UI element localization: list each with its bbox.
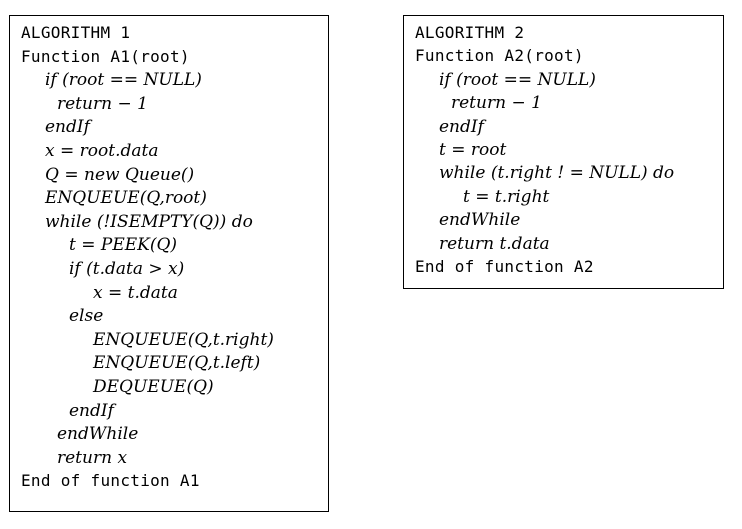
algo1-line-4: return − 1	[57, 93, 148, 114]
algo2-line-10: return t.data	[439, 233, 550, 254]
algo1-line-10: t = PEEK(Q)	[69, 235, 178, 256]
algo1-line-9: while (!ISEMPTY(Q)) do	[45, 211, 253, 232]
algo2-line-4: return − 1	[451, 93, 542, 114]
algo1-line-18: endWhile	[57, 424, 139, 445]
algo1-line-3: if (root == NULL)	[45, 70, 202, 91]
algo1-line-20: End of function A1	[21, 471, 200, 491]
algo2-line-6: t = root	[439, 140, 507, 160]
algo2-line-5: endIf	[439, 116, 484, 137]
algo1-line-12: x = t.data	[93, 282, 178, 303]
algo2-line-9: endWhile	[439, 210, 521, 231]
algo2-line-7: while (t.right ! = NULL) do	[439, 163, 675, 184]
algorithm-1-box: ALGORITHM 1 Function A1(root) if (root == …	[9, 15, 329, 512]
algo1-line-7: Q = new Queue()	[45, 164, 195, 185]
algo2-line-1: ALGORITHM 2	[415, 23, 525, 42]
algo1-line-14: ENQUEUE(Q,t.right)	[93, 329, 274, 350]
algo1-line-1: ALGORITHM 1	[21, 23, 131, 42]
algo1-line-15: ENQUEUE(Q,t.left)	[93, 353, 261, 374]
algo2-line-8: t = t.right	[463, 186, 550, 207]
algo1-line-17: endIf	[69, 400, 114, 421]
algorithm-2-box: ALGORITHM 2 Function A2(root) if (root == …	[403, 15, 724, 289]
algo1-line-8: ENQUEUE(Q,root)	[45, 188, 207, 209]
algo2-line-11: End of function A2	[415, 257, 594, 276]
algo1-line-16: DEQUEUE(Q)	[93, 377, 214, 397]
algo1-line-13: else	[69, 306, 104, 327]
algo1-line-11: if (t.data > x)	[69, 259, 185, 279]
algo1-line-19: return x	[57, 447, 128, 468]
algo1-line-6: x = root.data	[45, 141, 159, 161]
algo2-line-3: if (root == NULL)	[439, 69, 596, 90]
algo1-line-5: endIf	[45, 117, 90, 138]
algo1-line-2: Function A1(root)	[21, 46, 190, 66]
algo2-line-2: Function A2(root)	[415, 46, 584, 66]
